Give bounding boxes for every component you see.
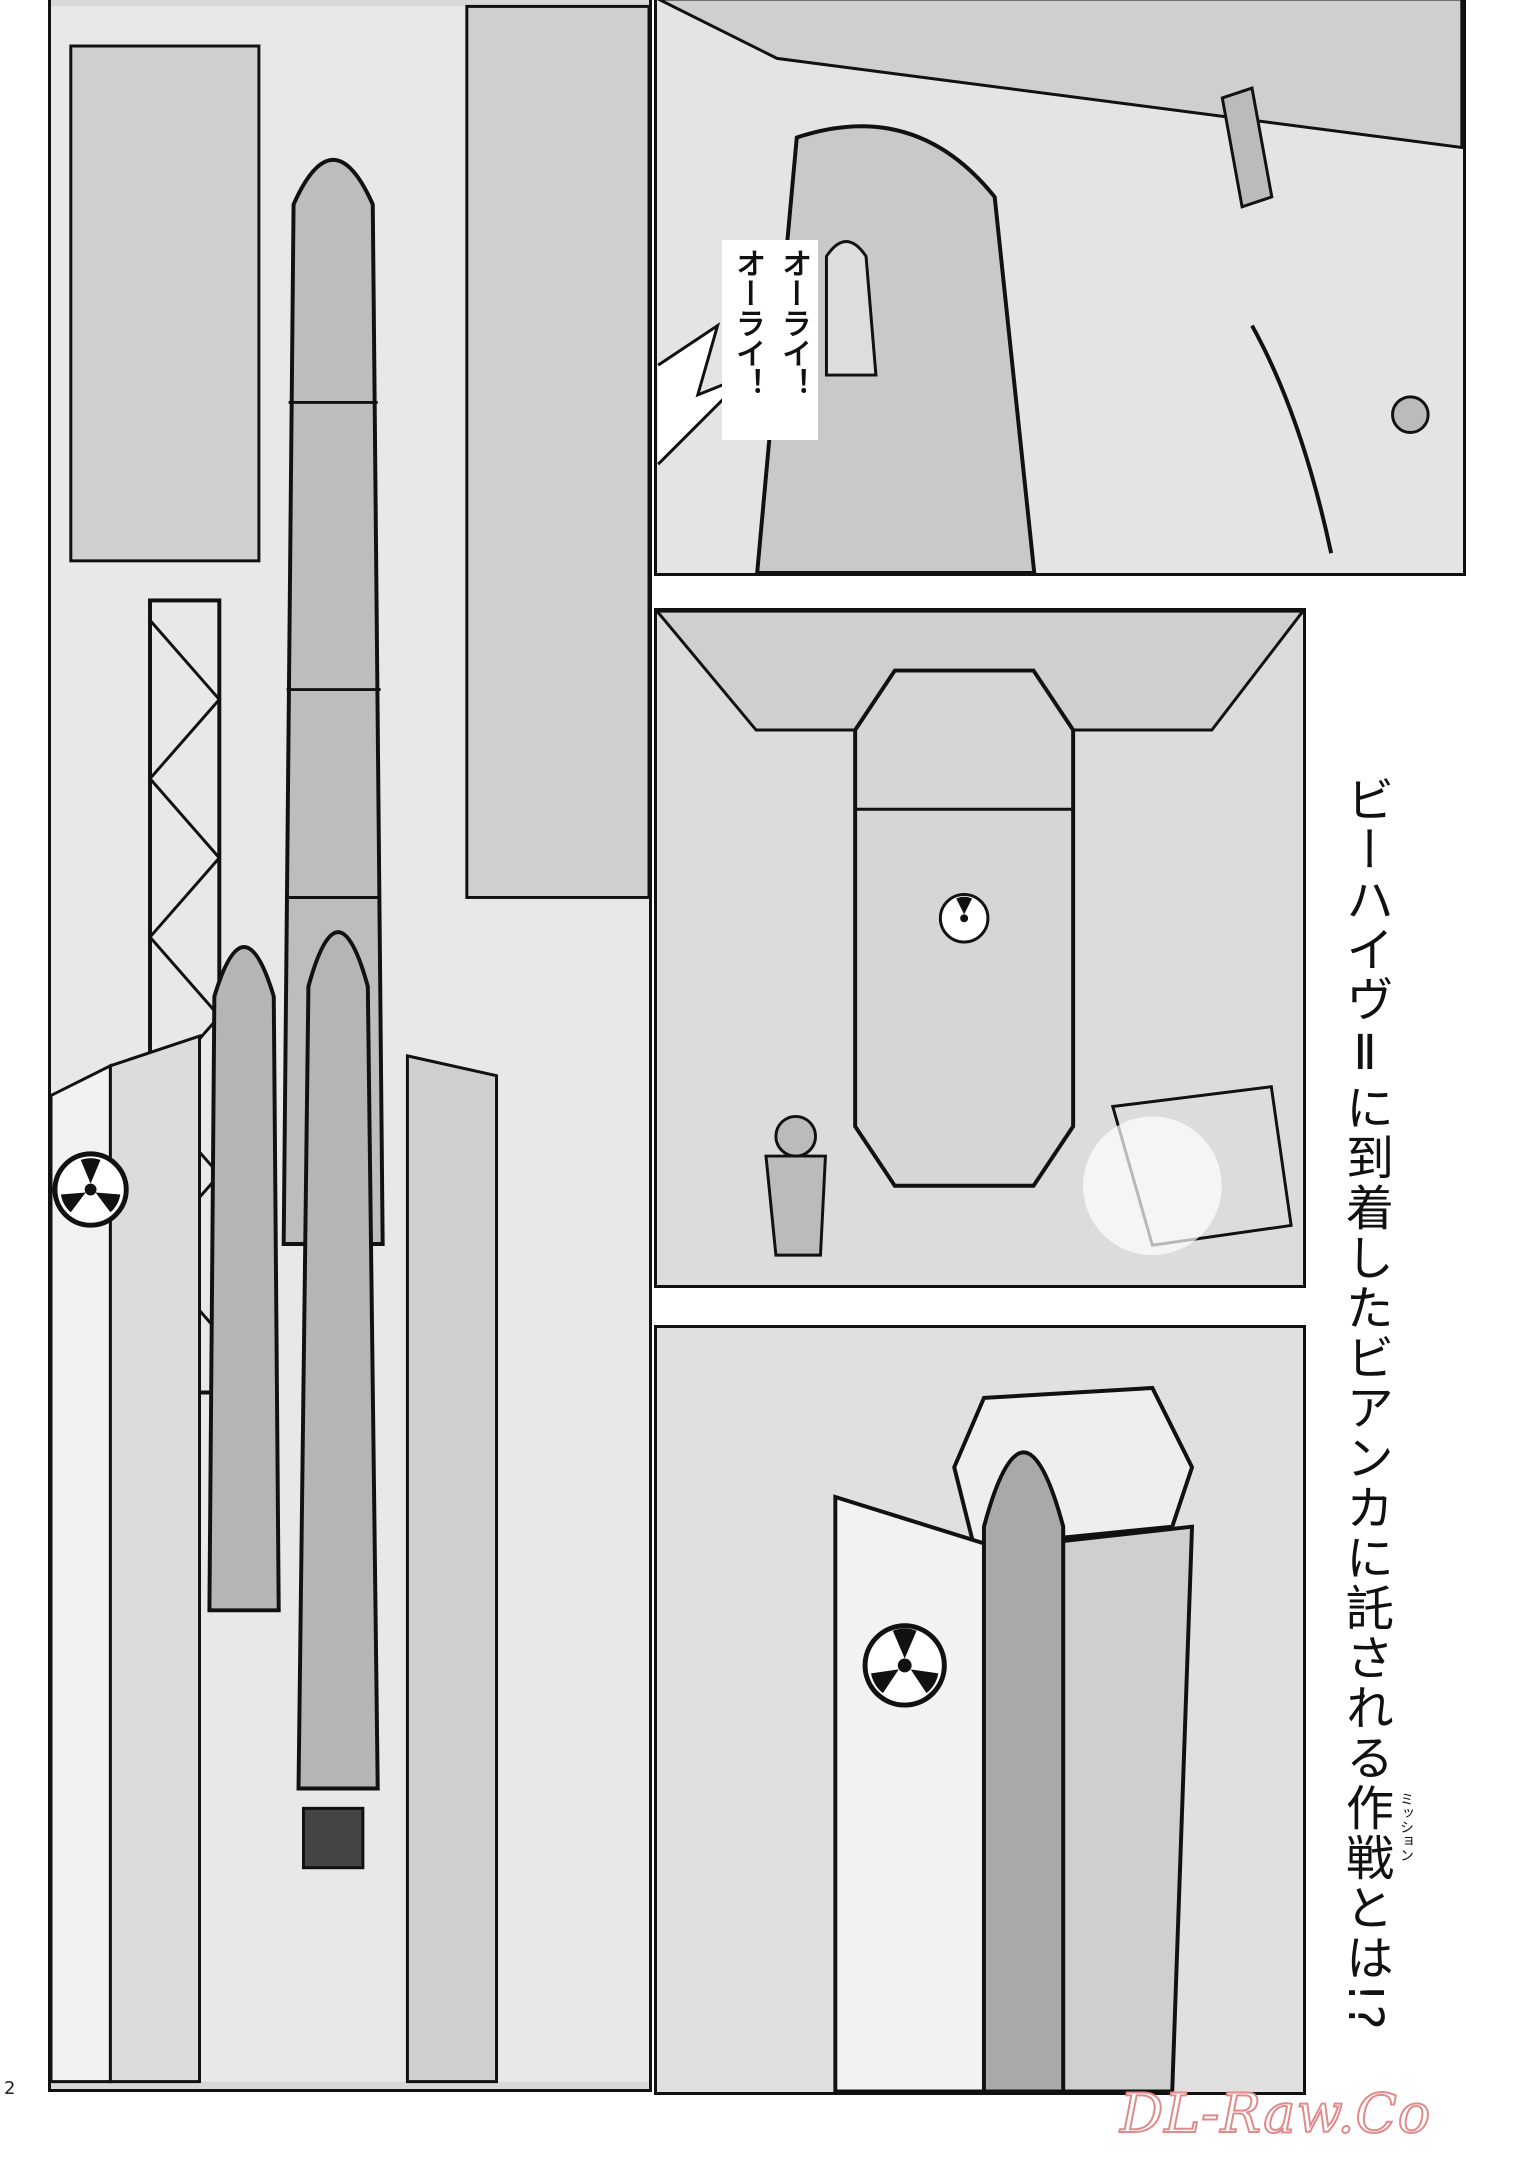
watermark: DL-Raw.Co [1119,2081,1432,2146]
caption-text: ビーハイヴⅡに到着したビアンカに託される [1337,775,1393,1783]
open-container-illustration [833,1385,1195,2092]
speech-bubble [722,240,818,440]
radiation-symbol-icon [938,893,990,944]
astronaut-illustration [657,0,1463,573]
caption-ending: とは!? [1337,1883,1393,2032]
panel-container-bay [654,608,1306,1288]
speech-line-2: オーライ！ [730,248,765,398]
radiation-symbol-icon [862,1623,947,1708]
story-caption: ビーハイヴⅡに到着したビアンカに託される作戦とは!? [1337,775,1393,2032]
caption-ruby-reading: ミッション [1398,1792,1414,1862]
container-illustration [657,611,1303,1257]
panel-astronaut-signalling [654,0,1466,576]
caption-ruby-base: 作戦 [1337,1783,1393,1883]
speech-line-1: オーライ！ [776,248,811,398]
page-number: 2 [4,2078,16,2099]
radiation-symbol-icon [52,1151,129,1228]
panel-open-container [654,1325,1306,2095]
rocket-illustration [51,4,649,2084]
panel-rocket-hangar [48,0,652,2092]
